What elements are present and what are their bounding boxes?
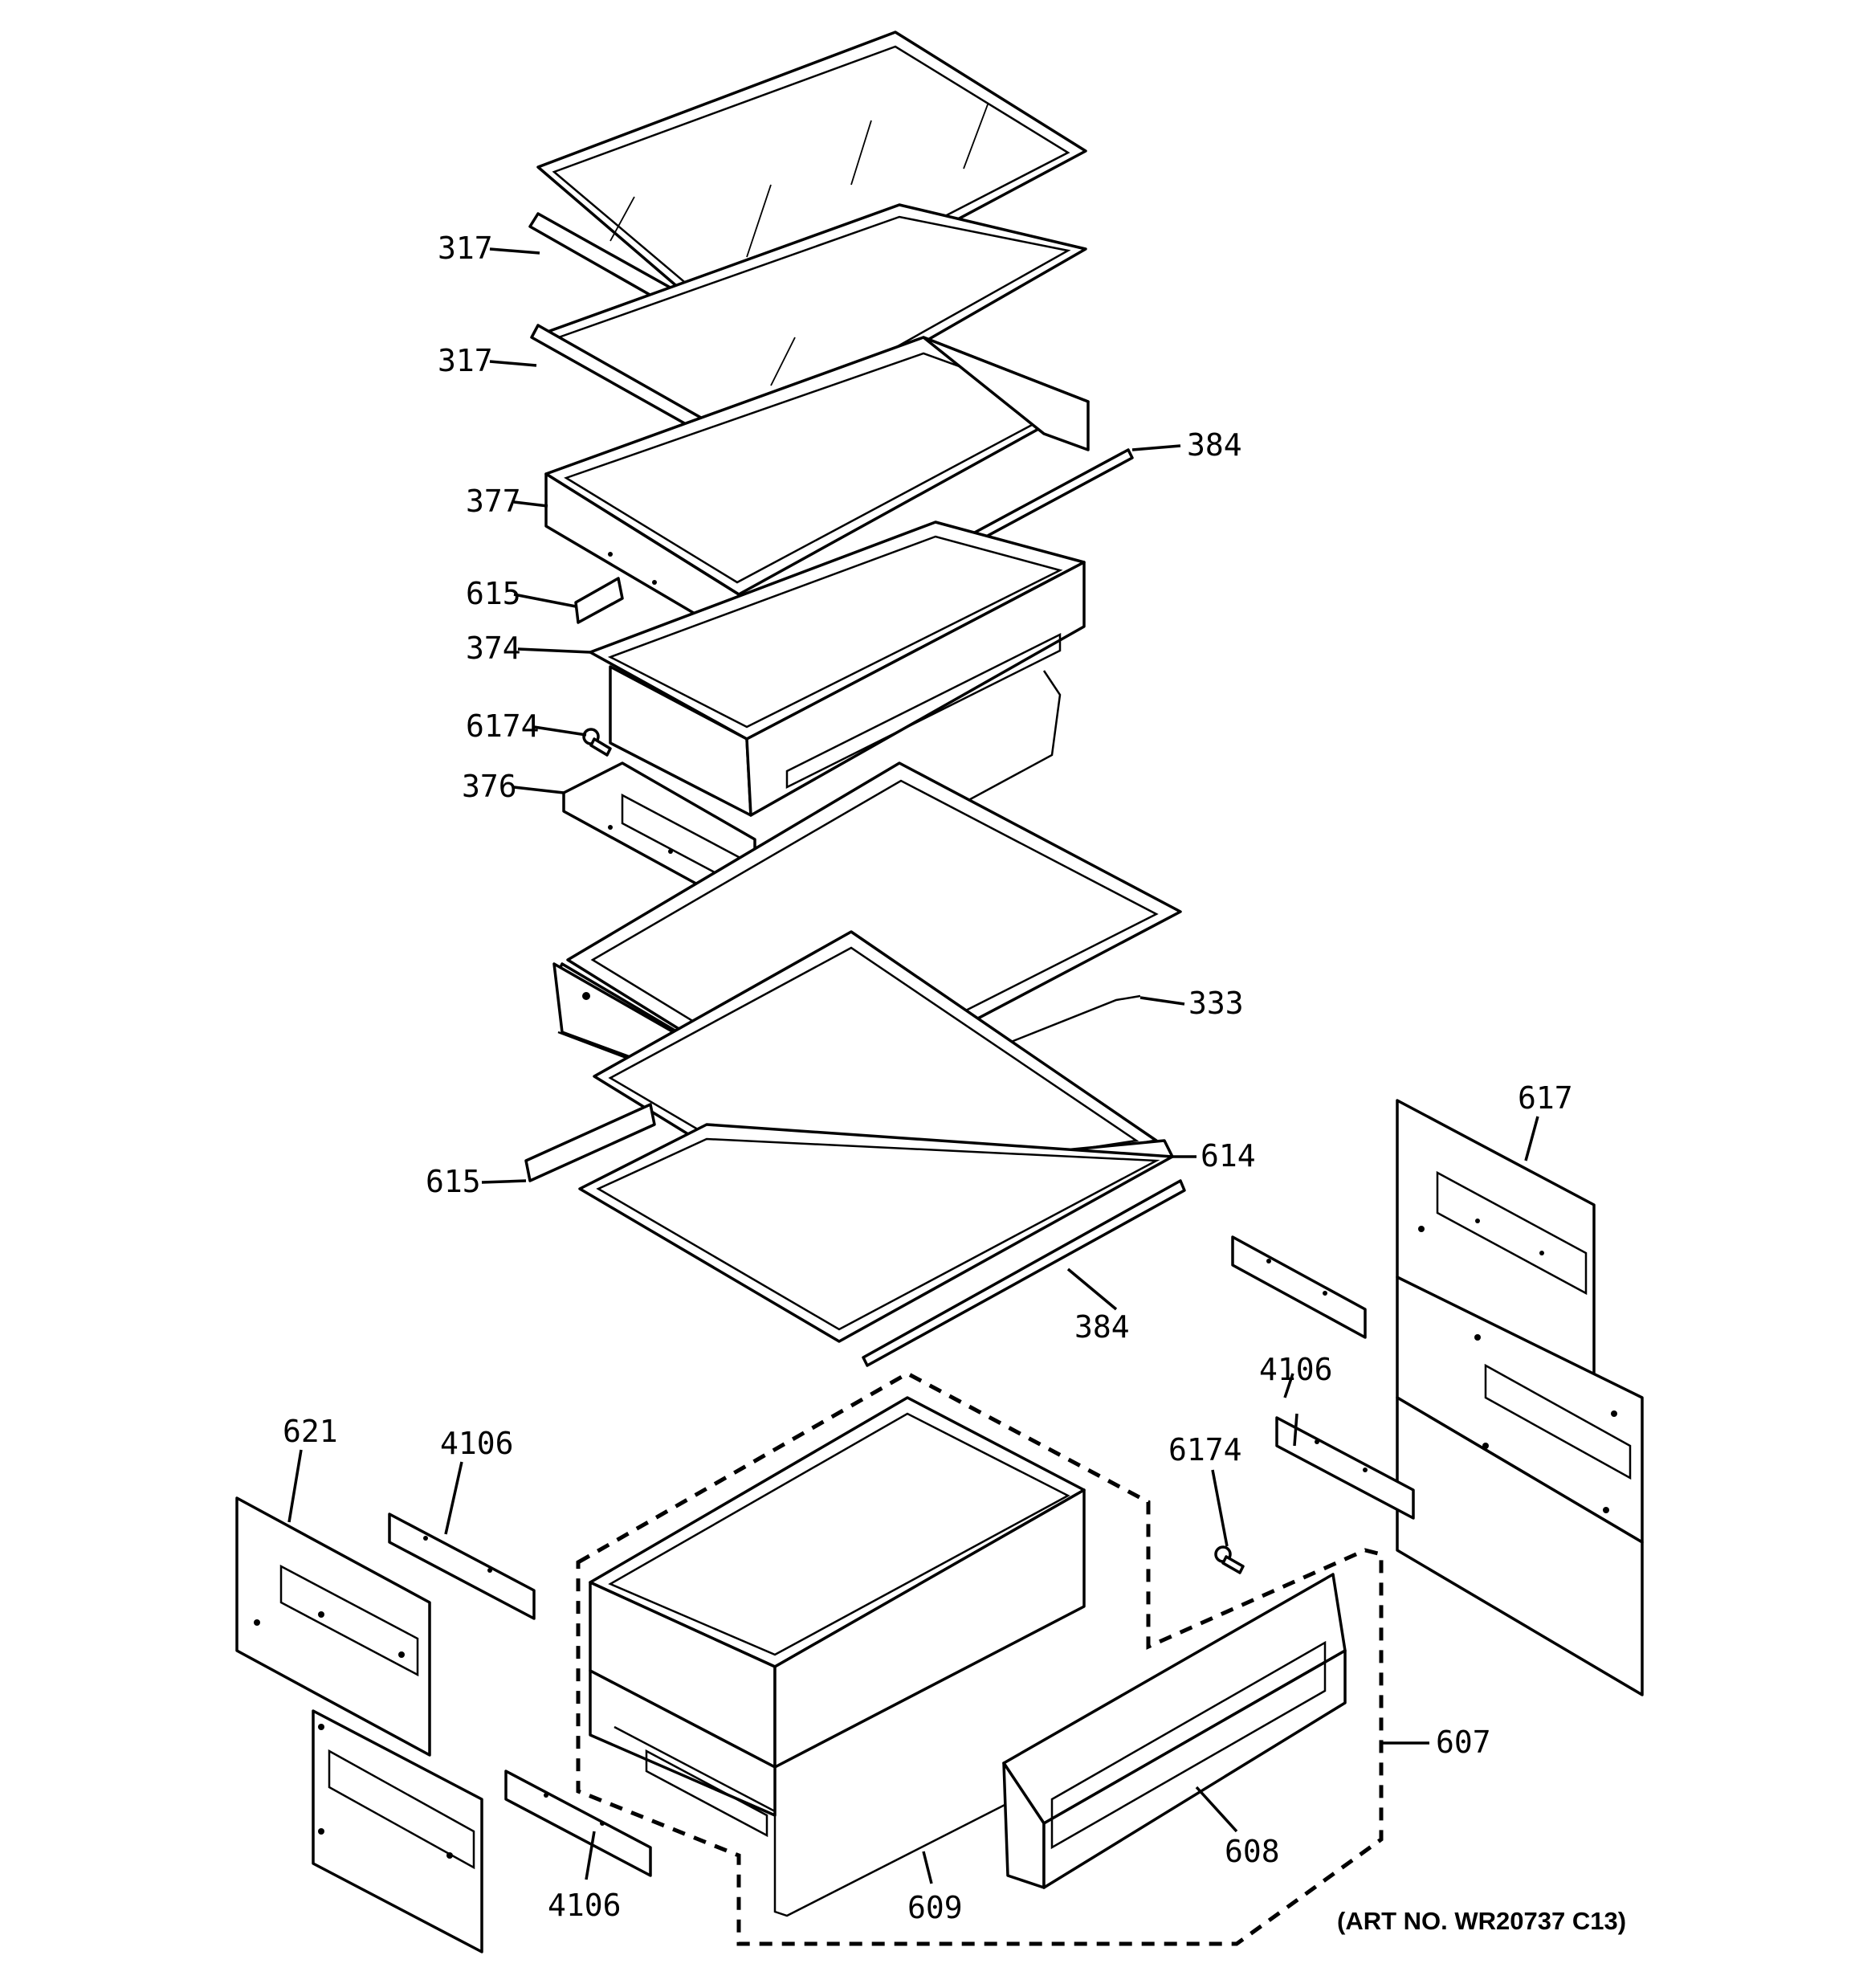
- callout-376: 376: [462, 769, 517, 804]
- callout-621: 621: [283, 1414, 338, 1449]
- bracket-4106-left-lower: [504, 1770, 652, 1877]
- bracket-617: [1396, 1099, 1644, 1696]
- screw-6174-upper: [582, 728, 612, 757]
- bracket-4106-right-lower: [1275, 1416, 1415, 1520]
- pan-drawer-assembly-607: [576, 1371, 1384, 1946]
- callout-labels: 317 317 384 377 615 374 6174 376 333 617…: [283, 231, 1573, 1925]
- bracket-4106-right-upper: [1231, 1235, 1367, 1339]
- pan-609: [589, 1396, 1086, 1917]
- callout-615-upper: 615: [466, 576, 521, 611]
- bracket-4106-left-upper: [388, 1512, 536, 1620]
- deli-drawer-374: [589, 520, 1086, 817]
- callout-6174-upper: 6174: [466, 708, 540, 744]
- callout-614: 614: [1201, 1138, 1256, 1174]
- callout-615-lower: 615: [426, 1164, 481, 1199]
- callout-6174-lower: 6174: [1168, 1432, 1242, 1468]
- callout-607: 607: [1436, 1725, 1491, 1760]
- callout-384-lower: 384: [1074, 1309, 1130, 1345]
- shelf-frame-377: [544, 336, 1090, 648]
- callout-4106-left-lower: 4106: [548, 1888, 622, 1923]
- rail-384-lower: [862, 1179, 1186, 1367]
- callout-4106-left-upper: 4106: [440, 1426, 514, 1461]
- callout-384-upper: 384: [1187, 427, 1242, 463]
- callout-608: 608: [1225, 1834, 1280, 1869]
- callout-374: 374: [466, 631, 521, 666]
- callout-333: 333: [1188, 986, 1244, 1021]
- callout-617: 617: [1518, 1080, 1573, 1116]
- callout-377: 377: [466, 484, 521, 519]
- callout-4106-right: 4106: [1259, 1352, 1333, 1387]
- callout-317-lower: 317: [438, 343, 493, 378]
- slide-615-upper: [574, 577, 624, 624]
- callout-317-upper: 317: [438, 231, 493, 266]
- slide-615-lower: [524, 1103, 656, 1182]
- callout-609: 609: [907, 1890, 963, 1925]
- drawer-front-608: [1002, 1573, 1347, 1889]
- art-number: (ART NO. WR20737 C13): [1337, 1907, 1626, 1935]
- screw-6174-lower: [1214, 1545, 1245, 1574]
- leader-lines: [287, 247, 1539, 1884]
- bracket-621: [235, 1496, 483, 1953]
